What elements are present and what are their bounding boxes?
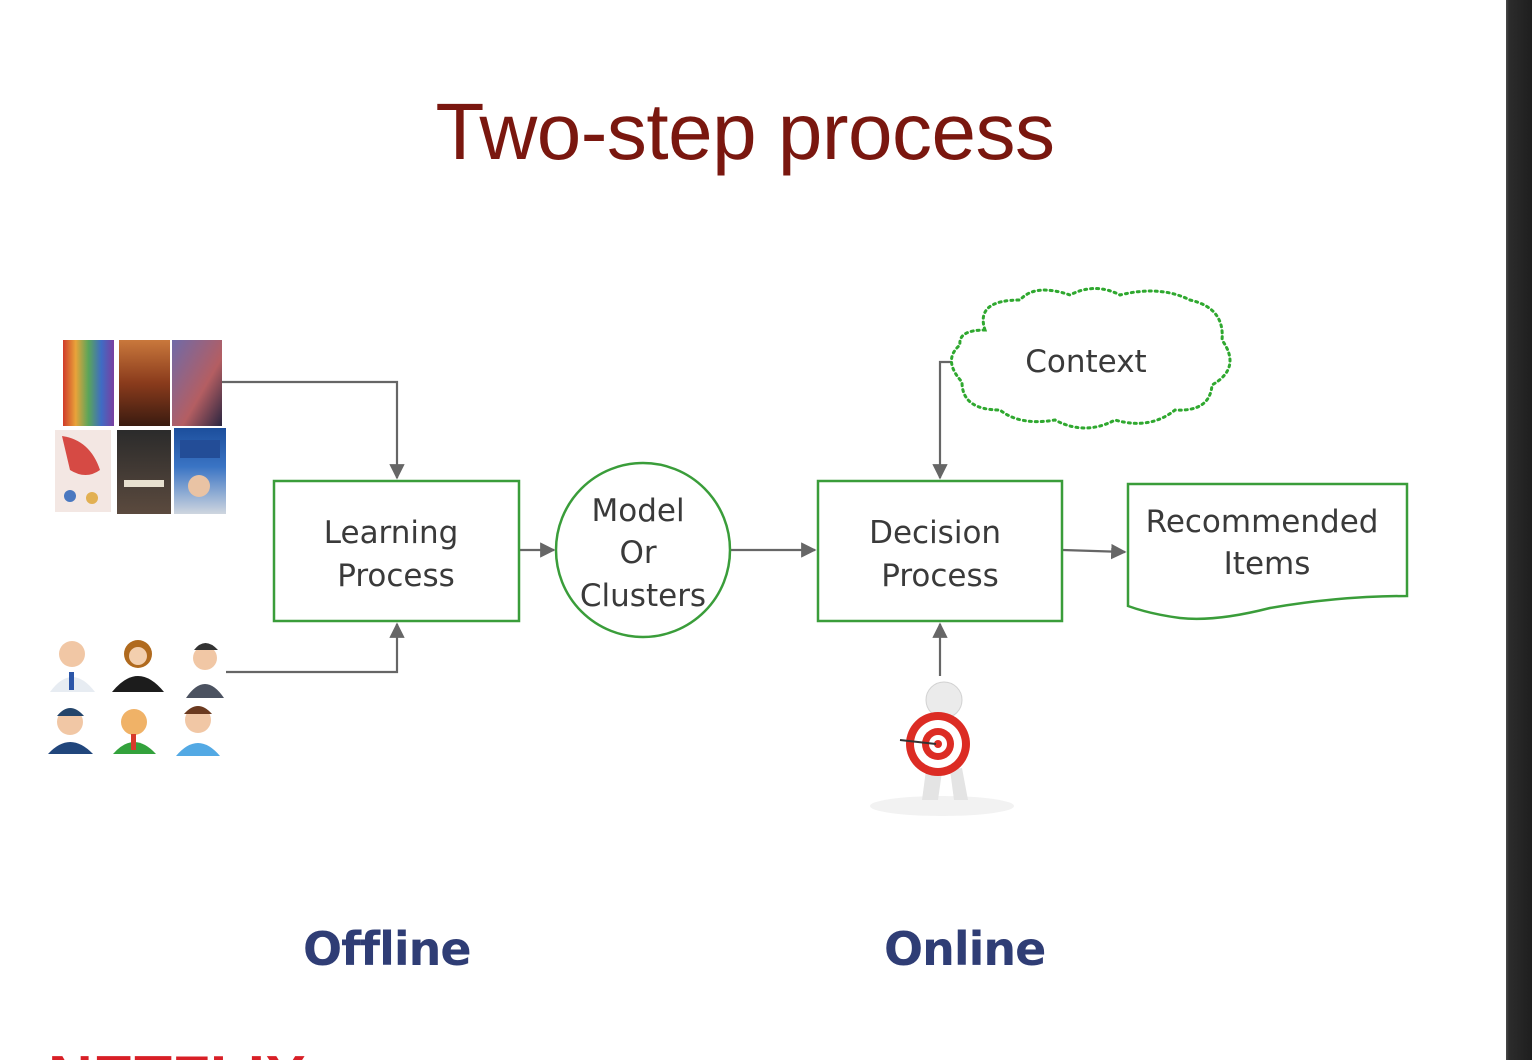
users-icon xyxy=(48,640,224,756)
movie-posters-icon xyxy=(55,340,226,514)
svg-text:Decision Process: Decision Process xyxy=(869,515,1011,594)
target-person-icon xyxy=(870,681,1014,816)
model-line-2: Or xyxy=(619,535,656,571)
process-diagram: Context Learning Process Model Or Cluste… xyxy=(48,287,1409,816)
recommended-line-2: Items xyxy=(1224,546,1311,582)
decision-process-box: Decision Process xyxy=(816,479,1064,623)
learning-process-box: Learning Process xyxy=(272,479,521,623)
connector-lines xyxy=(222,360,1127,676)
svg-text:Recommended Items: Recommended Items xyxy=(1146,504,1389,582)
recommended-line-1: Recommended xyxy=(1146,504,1379,540)
decision-process-line-1: Decision xyxy=(869,515,1001,551)
slide-title: Two-step process xyxy=(435,87,1055,176)
context-label: Context xyxy=(1025,344,1146,380)
context-cloud: Context xyxy=(950,287,1232,430)
online-label: Online xyxy=(884,922,1046,976)
learning-process-line-2: Process xyxy=(337,558,455,594)
svg-text:Model Or Clust: Model Or Clusters xyxy=(580,493,706,614)
model-or-clusters-circle: Model Or Clusters xyxy=(554,461,732,639)
model-line-1: Model xyxy=(592,493,685,529)
learning-process-line-1: Learning xyxy=(324,515,459,551)
recommended-items-document: Recommended Items xyxy=(1126,482,1409,621)
decision-process-line-2: Process xyxy=(881,558,999,594)
window-edge xyxy=(1506,0,1532,1060)
netflix-logo: NETFLIX xyxy=(48,1048,330,1060)
offline-label: Offline xyxy=(303,922,472,976)
svg-text:Learning Process: Learning Process xyxy=(324,515,468,594)
model-line-3: Clusters xyxy=(580,578,706,614)
